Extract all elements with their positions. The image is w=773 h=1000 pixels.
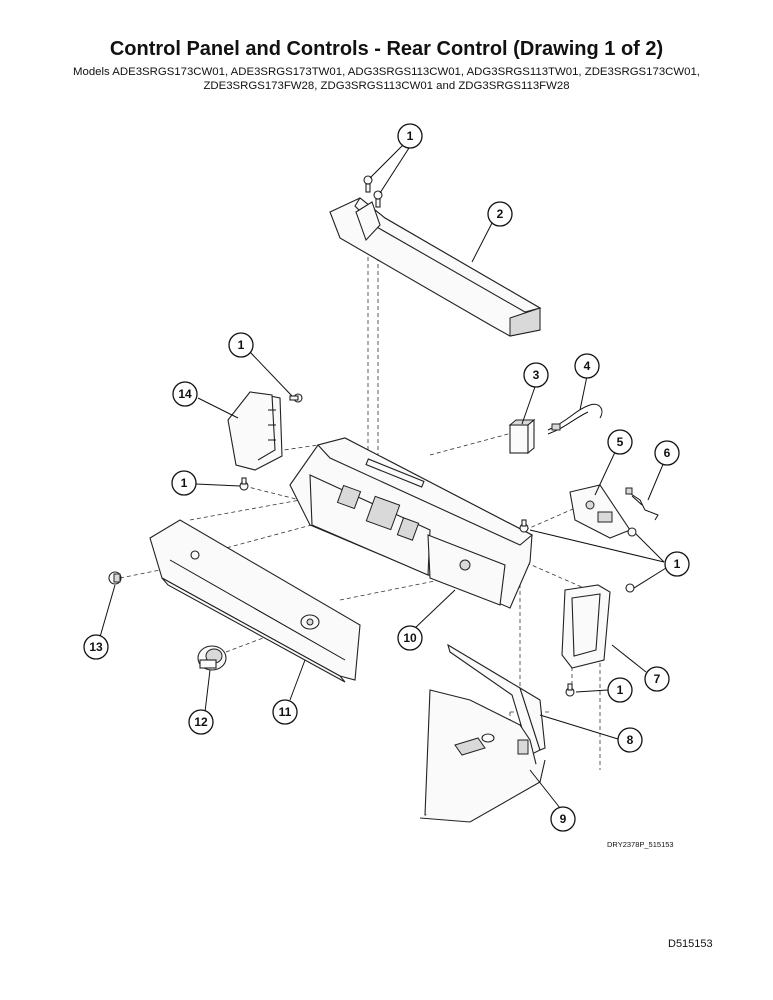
wire-harness xyxy=(547,403,603,435)
switch-part xyxy=(508,418,536,455)
screw-board-left xyxy=(519,519,529,533)
models-line-1: Models ADE3SRGS173CW01, ADE3SRGS173TW01,… xyxy=(73,66,700,78)
callout-5: 5 xyxy=(607,429,633,455)
callout-1-left-upper: 1 xyxy=(228,332,254,358)
models-line-2: ZDE3SRGS173FW28, ZDG3SRGS113CW01 and ZDG… xyxy=(203,80,570,92)
callout-3: 3 xyxy=(523,362,549,388)
svg-text:2: 2 xyxy=(497,207,504,221)
callout-6: 6 xyxy=(654,440,680,466)
callout-13: 13 xyxy=(83,634,109,660)
screw-left-lower xyxy=(239,477,249,491)
svg-text:9: 9 xyxy=(560,812,567,826)
screw-top-pair xyxy=(363,175,383,208)
callout-8: 8 xyxy=(617,727,643,753)
document-number: D515153 xyxy=(668,938,713,950)
small-knob xyxy=(108,571,122,585)
callout-1-left-lower: 1 xyxy=(171,470,197,496)
svg-text:1: 1 xyxy=(674,557,681,571)
control-console xyxy=(289,437,533,609)
svg-text:13: 13 xyxy=(89,640,103,654)
drawing-number: DRY2378P_515153 xyxy=(607,840,674,849)
rear-trim-piece xyxy=(329,197,542,337)
left-end-cap xyxy=(227,391,283,471)
timer-knob xyxy=(197,645,227,671)
svg-text:8: 8 xyxy=(627,733,634,747)
callout-4: 4 xyxy=(574,353,600,379)
svg-text:6: 6 xyxy=(664,446,671,460)
callout-7: 7 xyxy=(644,666,670,692)
svg-text:1: 1 xyxy=(617,683,624,697)
callout-14: 14 xyxy=(172,381,198,407)
svg-text:14: 14 xyxy=(178,387,192,401)
svg-text:5: 5 xyxy=(617,435,624,449)
callout-1-right: 1 xyxy=(664,551,690,577)
screw-right-cap xyxy=(625,583,635,593)
svg-text:7: 7 xyxy=(654,672,661,686)
callout-1-top: 1 xyxy=(397,123,423,149)
front-panel xyxy=(149,519,361,683)
svg-text:1: 1 xyxy=(181,476,188,490)
svg-text:11: 11 xyxy=(279,705,292,719)
svg-text:10: 10 xyxy=(403,631,417,645)
screw-left-upper xyxy=(289,393,303,403)
screw-board-right xyxy=(627,527,637,537)
callout-1-bracket: 1 xyxy=(607,677,633,703)
screw-right-lower xyxy=(565,683,575,697)
callout-9: 9 xyxy=(550,806,576,832)
callout-12: 12 xyxy=(188,709,214,735)
svg-text:1: 1 xyxy=(238,338,245,352)
cabinet-top xyxy=(419,689,546,823)
callout-2: 2 xyxy=(487,201,513,227)
svg-text:1: 1 xyxy=(407,129,414,143)
callout-leaders xyxy=(99,144,667,809)
jumper-wire xyxy=(625,487,659,521)
svg-text:3: 3 xyxy=(533,368,540,382)
right-end-cap xyxy=(561,584,611,669)
control-board xyxy=(569,484,631,539)
callout-11: 11 xyxy=(272,699,298,725)
svg-text:12: 12 xyxy=(194,715,208,729)
page-title: Control Panel and Controls - Rear Contro… xyxy=(109,38,664,60)
svg-text:4: 4 xyxy=(584,359,591,373)
callout-10: 10 xyxy=(397,625,423,651)
